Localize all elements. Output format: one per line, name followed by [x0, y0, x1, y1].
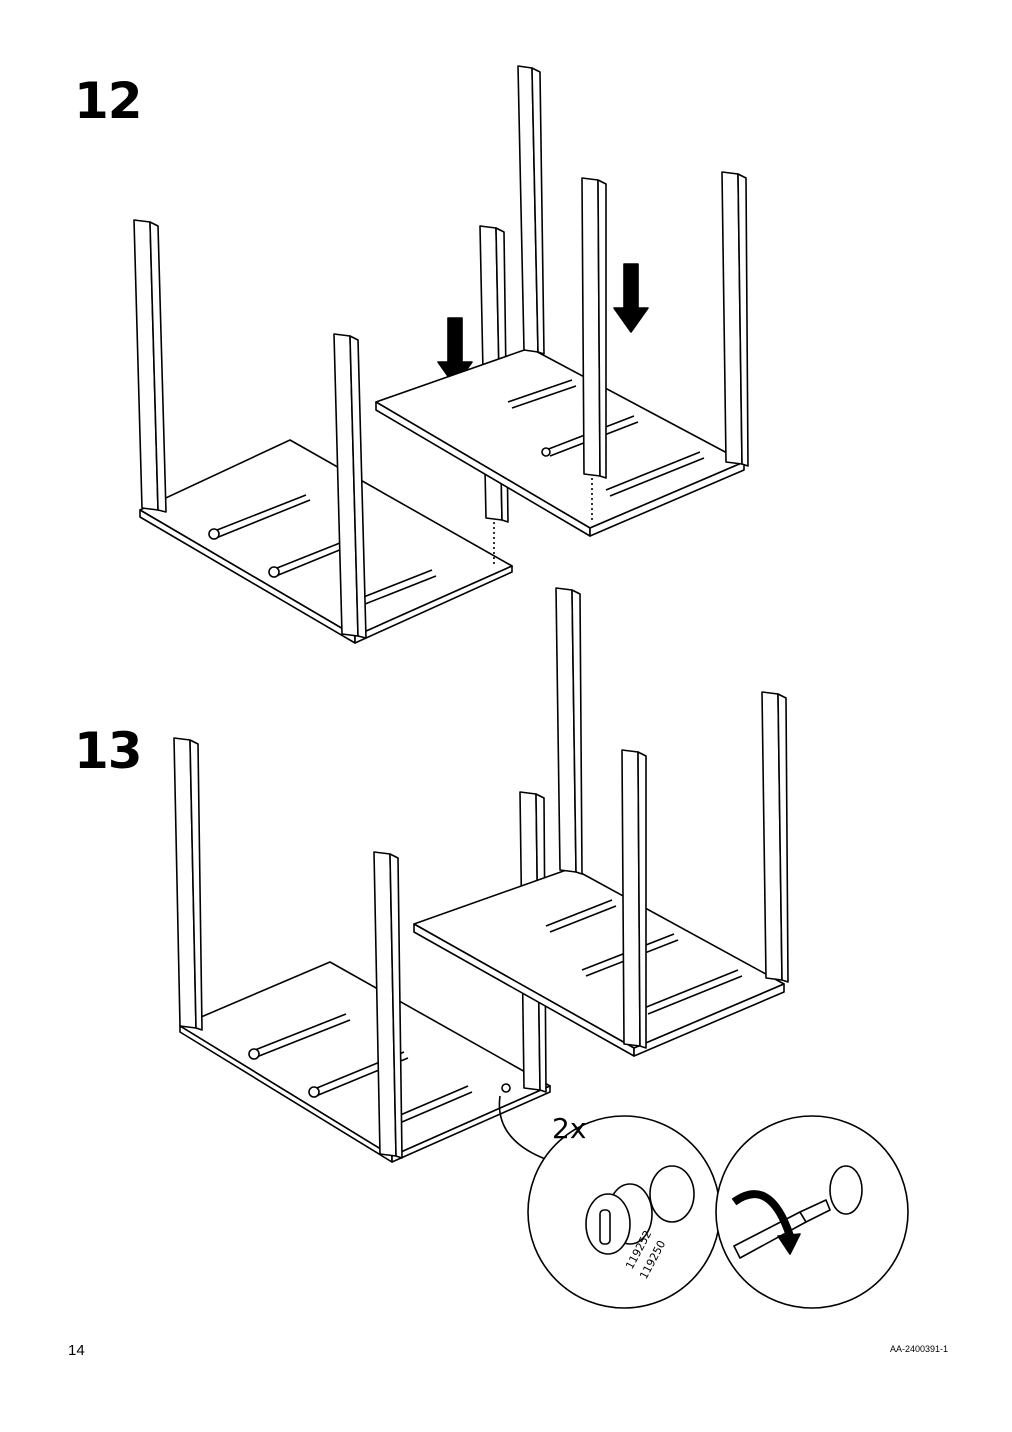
step12-right-leg-side — [722, 172, 748, 466]
step12-left-panel — [140, 440, 512, 636]
callout-pointer — [499, 1096, 548, 1160]
step13-right-leg-front — [622, 750, 646, 1048]
rotate-arrow-icon — [734, 1194, 790, 1236]
page-number: 14 — [68, 1342, 85, 1359]
step12-right-leg-inserting — [582, 178, 606, 520]
step13-right-leg-back — [556, 588, 582, 874]
step-number-13: 13 — [74, 722, 143, 780]
cam-lock-icon — [586, 1166, 694, 1254]
step12-left-leg-back — [134, 220, 166, 512]
step12-right-leg-back — [518, 66, 544, 354]
arrow-down-icon — [614, 264, 648, 332]
step13-left-panel — [180, 962, 550, 1156]
cam-lock-position-icon — [502, 1084, 510, 1092]
step-number-12: 12 — [74, 72, 143, 130]
document-code: AA-2400391-1 — [889, 1344, 948, 1354]
step12-right-frame — [376, 66, 748, 536]
rotate-arrowhead-icon — [778, 1234, 800, 1254]
step13-left-leg-back — [174, 738, 202, 1030]
quantity-label: 2x — [552, 1112, 587, 1145]
step12-left-frame — [134, 220, 512, 643]
step13-left-leg-front — [374, 852, 402, 1158]
step13-right-leg-side — [762, 692, 788, 982]
step13-right-frame — [414, 588, 788, 1056]
step12-left-leg-front — [334, 334, 366, 638]
